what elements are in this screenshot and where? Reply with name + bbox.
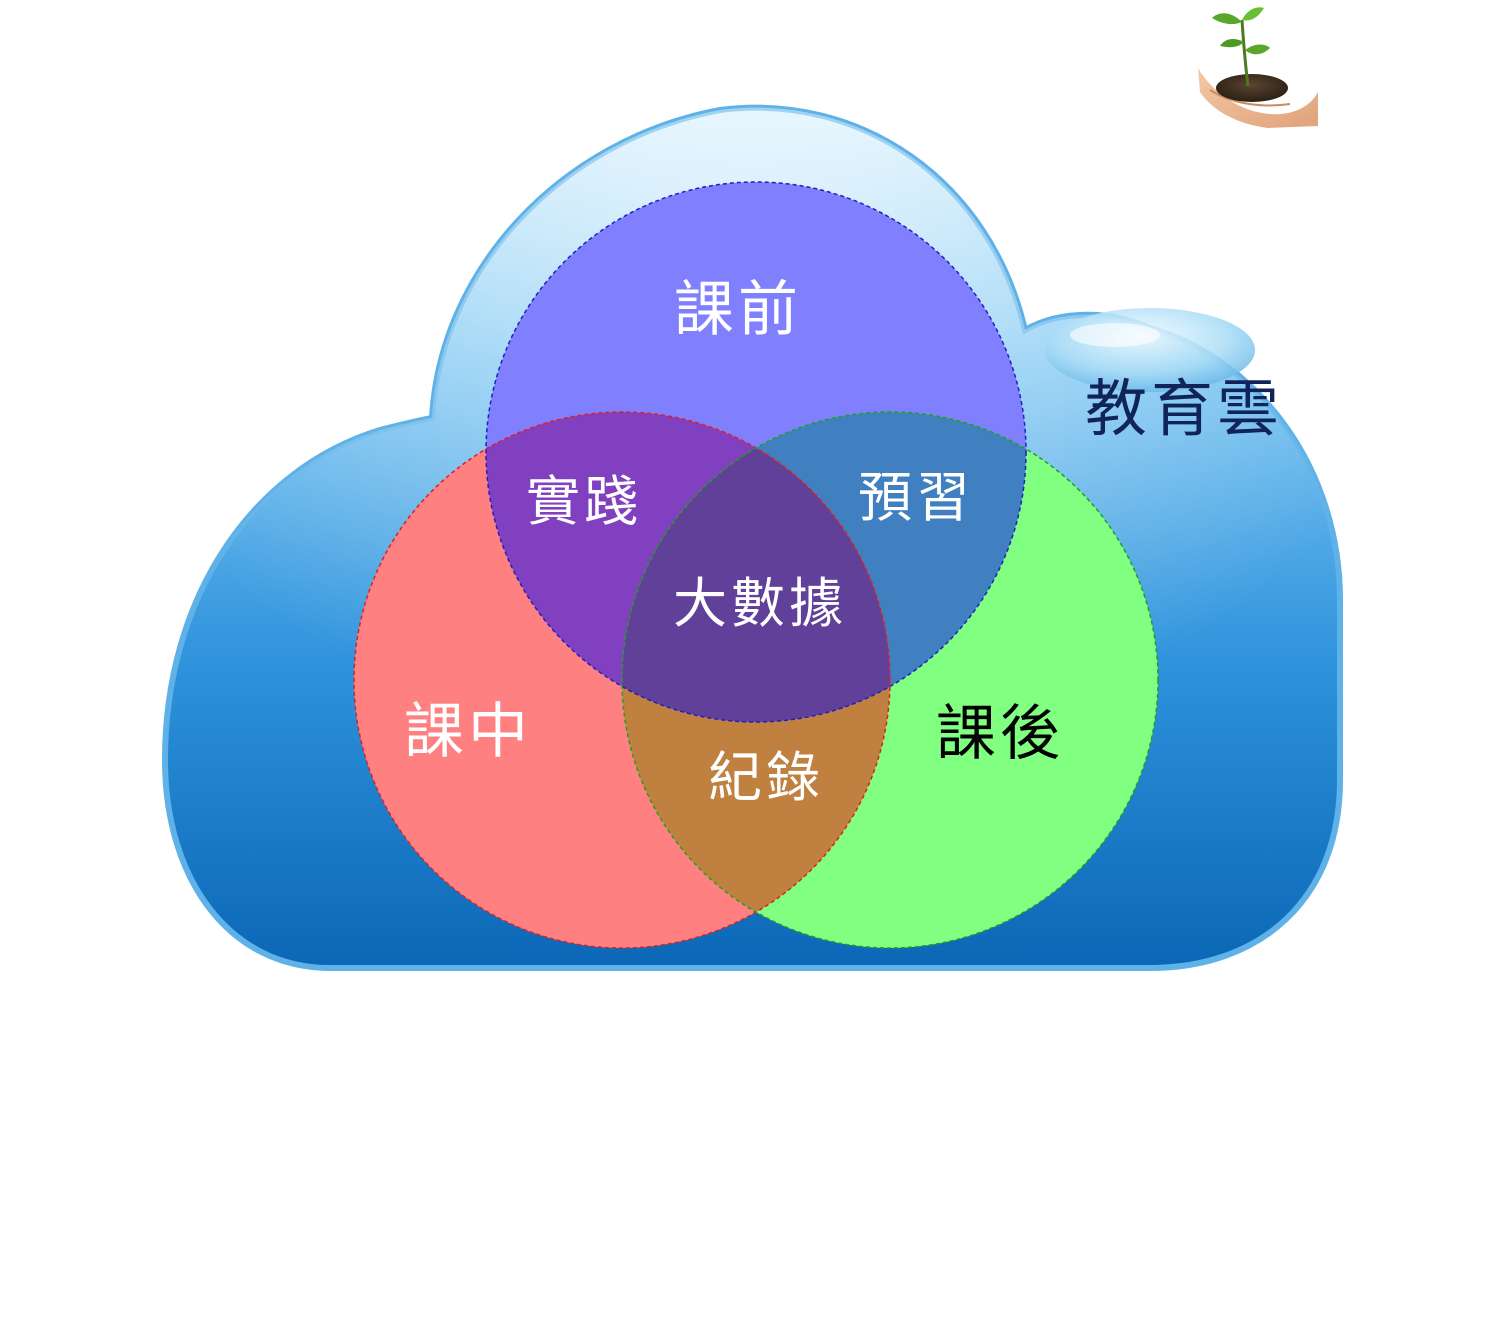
venn-outline-after [621, 411, 1159, 949]
label-after-class: 課後 [936, 699, 1064, 769]
plant-in-hand-icon [1196, 2, 1320, 128]
cloud-bubble-highlight [1070, 323, 1160, 347]
venn-outline-before [485, 181, 1027, 723]
label-practice: 實踐 [526, 470, 642, 533]
overlap-center [622, 412, 890, 722]
label-in-class: 課中 [404, 697, 532, 767]
venn-outline-during [353, 411, 891, 949]
diagram-title: 教育雲 [1085, 372, 1283, 445]
label-preview: 預習 [858, 466, 974, 529]
label-before-class: 課前 [674, 275, 802, 345]
label-record: 紀錄 [708, 746, 824, 809]
label-big-data: 大數據 [673, 572, 847, 635]
